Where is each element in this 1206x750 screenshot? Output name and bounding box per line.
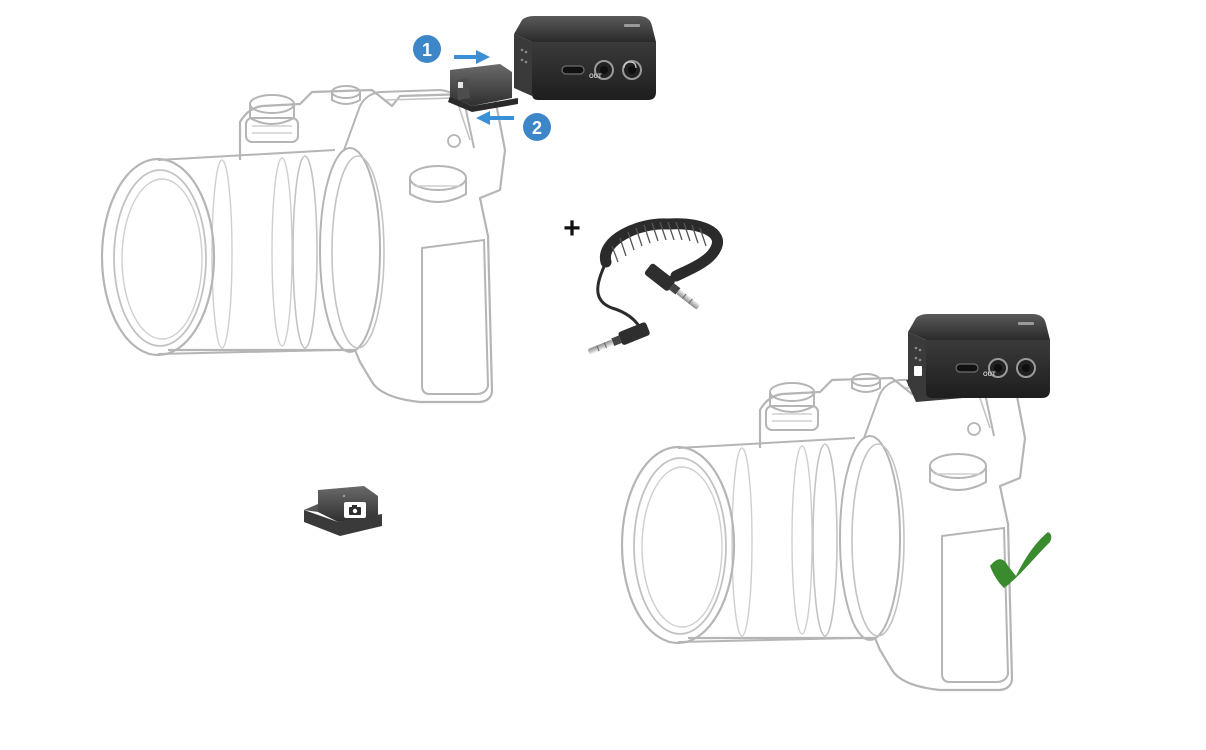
coiled-cable (588, 218, 723, 355)
arrow-step-2 (476, 111, 514, 125)
camera-outline-left (100, 84, 507, 404)
shoe-adapter-standalone (304, 486, 382, 536)
step-1-number: 1 (422, 40, 432, 60)
receiver-device-top (513, 15, 657, 101)
headphone-icon (623, 61, 637, 69)
receiver-mounted-out-label: OUT (983, 372, 996, 378)
shoe-adapter-sliding (448, 64, 518, 112)
checkmark-icon (990, 532, 1052, 588)
step-1-badge: 1 (413, 35, 441, 63)
receiver-out-label: OUT (589, 74, 602, 80)
camera-outline-right (620, 372, 1027, 692)
mounted-camera-icon (914, 366, 922, 376)
step-2-number: 2 (532, 118, 542, 138)
receiver-device-mounted (907, 313, 1051, 399)
camera-icon (349, 505, 361, 515)
step-2-badge: 2 (523, 113, 551, 141)
arrow-step-1 (454, 50, 490, 64)
camera-assembled (620, 372, 1027, 692)
plus-sign: + (563, 212, 581, 245)
